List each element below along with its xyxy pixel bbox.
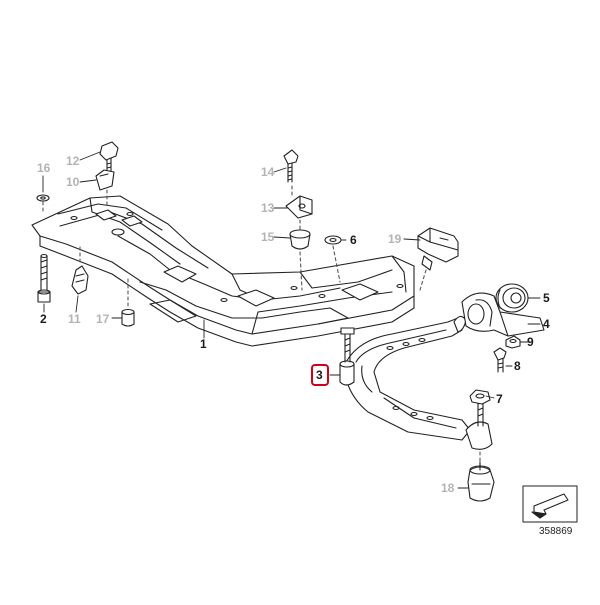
callout-5: 5 bbox=[543, 291, 550, 305]
callout-13: 13 bbox=[261, 201, 275, 215]
callout-6: 6 bbox=[350, 233, 357, 247]
callout-4: 4 bbox=[543, 317, 550, 331]
stud-bolt-2-drawing bbox=[37, 253, 51, 303]
sleeve-17-drawing bbox=[121, 308, 135, 327]
bracket-13-drawing bbox=[285, 195, 313, 219]
callout-17: 17 bbox=[96, 312, 110, 326]
diagram-code: 358869 bbox=[539, 526, 573, 537]
callout-14: 14 bbox=[261, 165, 275, 179]
bracket-4-drawing bbox=[461, 292, 545, 337]
control-arm-drawing bbox=[339, 315, 493, 450]
callout-12: 12 bbox=[66, 154, 80, 168]
callout-3[interactable]: 3 bbox=[316, 368, 323, 382]
callout-1: 1 bbox=[200, 337, 207, 351]
callout-19: 19 bbox=[388, 232, 402, 246]
washer-16-drawing bbox=[36, 194, 50, 202]
rubber-mount-5-drawing bbox=[495, 283, 529, 313]
callout-10: 10 bbox=[66, 175, 80, 189]
callout-15: 15 bbox=[261, 230, 275, 244]
callout-9: 9 bbox=[527, 335, 534, 349]
mount-19-drawing bbox=[417, 227, 459, 271]
direction-arrow-icon bbox=[522, 485, 578, 523]
nut-9-drawing bbox=[505, 335, 521, 349]
callout-11: 11 bbox=[68, 312, 81, 326]
callout-2: 2 bbox=[40, 312, 47, 326]
bolt-14-drawing bbox=[283, 149, 299, 183]
mount-18-drawing bbox=[467, 451, 495, 502]
callout-16: 16 bbox=[37, 161, 51, 175]
highlighted-callout-frame bbox=[311, 364, 329, 386]
leader-lines bbox=[42, 151, 541, 489]
callout-18: 18 bbox=[441, 481, 455, 495]
washer-6-drawing bbox=[324, 235, 342, 245]
callout-7: 7 bbox=[496, 392, 503, 406]
clip-11-drawing bbox=[71, 265, 89, 295]
callout-8: 8 bbox=[514, 359, 521, 373]
bolt-8-drawing bbox=[493, 347, 507, 373]
clip-10-drawing bbox=[95, 169, 115, 191]
bushing-15-drawing bbox=[289, 229, 311, 250]
axle-carrier-drawing bbox=[31, 195, 415, 347]
nut-7-drawing bbox=[469, 389, 491, 405]
